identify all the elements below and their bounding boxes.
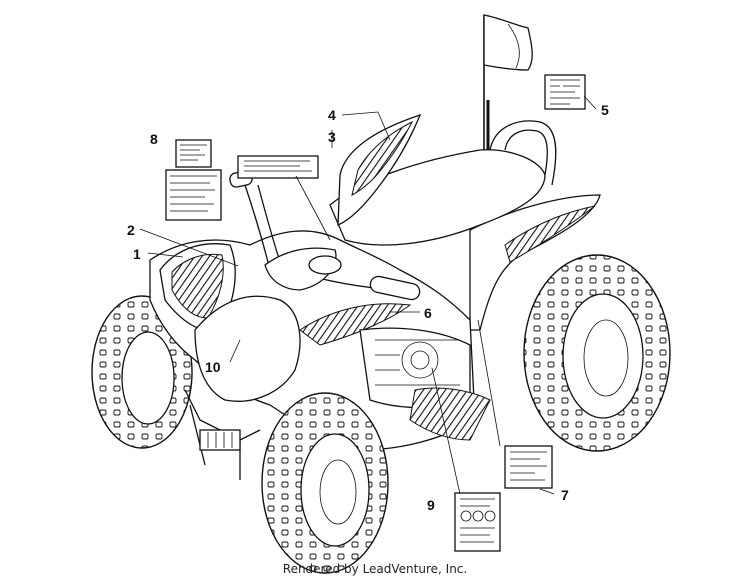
label-3 [237, 155, 319, 179]
front-left-wheel [91, 295, 193, 449]
callout-4: 4 [328, 107, 336, 123]
side-shroud [337, 113, 422, 226]
seat [329, 149, 546, 246]
callout-8: 8 [150, 131, 158, 147]
front-bumper [184, 389, 261, 480]
label-9 [454, 492, 501, 552]
rear-grab-bar [489, 120, 557, 186]
callout-6: 6 [424, 305, 432, 321]
callout-labels: 1 2 3 4 5 6 7 8 9 10 [127, 102, 609, 513]
callout-5: 5 [601, 102, 609, 118]
callout-1: 1 [133, 246, 141, 262]
render-credit: Rendered by LeadVenture, Inc. [282, 562, 468, 576]
gas-cap [308, 255, 342, 275]
front-right-wheel [261, 392, 389, 574]
safety-flag [483, 14, 533, 150]
callout-7: 7 [561, 487, 569, 503]
callout-10: 10 [205, 359, 221, 375]
rear-right-wheel [523, 254, 671, 452]
label-7 [504, 445, 553, 489]
callout-2: 2 [127, 222, 135, 238]
front-hood [159, 243, 236, 332]
side-decal [299, 303, 412, 346]
callout-3: 3 [328, 129, 336, 145]
engine [359, 327, 471, 409]
label-5 [544, 74, 586, 110]
label-8 [165, 139, 222, 221]
footrest [409, 387, 491, 441]
callout-9: 9 [427, 497, 435, 513]
rear-fender [469, 194, 601, 331]
front-nose [194, 295, 301, 402]
leader-lines [139, 95, 597, 495]
